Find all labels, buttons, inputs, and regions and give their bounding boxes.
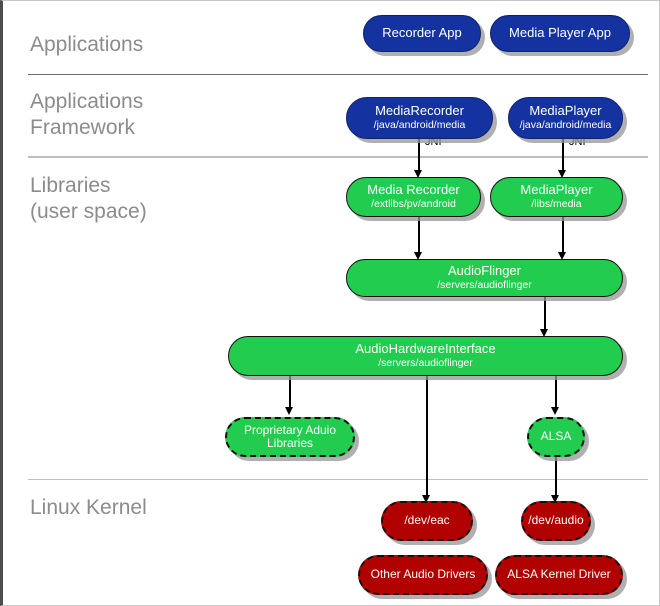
arrowhead-ahi-to-proprietary bbox=[285, 407, 293, 415]
node-dev-eac[interactable]: /dev/eac bbox=[381, 501, 473, 541]
divider-framework bbox=[28, 156, 648, 158]
node-proprietary-audio-libraries-subtitle: Libraries bbox=[266, 436, 314, 450]
node-audioflinger-title: AudioFlinger bbox=[448, 263, 521, 279]
node-proprietary-audio-libraries-title: Proprietary Aduio bbox=[243, 422, 337, 437]
arrowhead-alsa-to-dev-audio bbox=[551, 495, 559, 503]
arrowhead-mediarecorder-to-lib bbox=[414, 170, 422, 178]
arrowhead-mediaplayer-lib-to-audioflinger bbox=[558, 252, 566, 260]
node-dev-audio-title: /dev/audio bbox=[528, 513, 584, 528]
node-recorder-app[interactable]: Recorder App bbox=[363, 15, 481, 52]
node-other-audio-drivers[interactable]: Other Audio Drivers bbox=[358, 555, 488, 595]
edge-label-jni-left: JNI bbox=[425, 136, 442, 148]
node-dev-audio[interactable]: /dev/audio bbox=[521, 501, 591, 541]
connector-ahi-to-proprietary bbox=[289, 376, 291, 410]
node-audioflinger[interactable]: AudioFlinger /servers/audioflinger bbox=[346, 259, 623, 297]
node-audiohardwareinterface-title: AudioHardwareInterface bbox=[355, 341, 496, 357]
node-alsa-title: ALSA bbox=[540, 429, 572, 444]
node-mediarecorder-framework-subtitle: /java/android/media bbox=[373, 118, 466, 131]
connector-audioflinger-to-audiohardwareinterface bbox=[544, 296, 546, 332]
node-audioflinger-subtitle: /servers/audioflinger bbox=[437, 278, 532, 291]
node-audiohardwareinterface-subtitle: /servers/audioflinger bbox=[378, 356, 473, 369]
node-mediaplayer-lib-subtitle: /libs/media bbox=[531, 197, 582, 210]
node-alsa[interactable]: ALSA bbox=[527, 417, 585, 457]
node-mediaplayer-framework[interactable]: MediaPlayer /java/android/media bbox=[508, 97, 623, 139]
divider-applications bbox=[28, 74, 648, 75]
layer-label-linux-kernel: Linux Kernel bbox=[30, 496, 147, 519]
connector-mediaplayer-lib-to-audioflinger bbox=[562, 217, 564, 255]
node-dev-eac-title: /dev/eac bbox=[404, 513, 450, 528]
node-mediaplayer-lib[interactable]: MediaPlayer /libs/media bbox=[490, 177, 623, 217]
node-media-recorder-lib[interactable]: Media Recorder /extlibs/pv/android bbox=[346, 177, 481, 217]
arrowhead-mediarecorder-lib-to-audioflinger bbox=[414, 252, 422, 260]
node-media-recorder-lib-subtitle: /extlibs/pv/android bbox=[371, 197, 456, 210]
layer-label-applications-framework: Applications Framework bbox=[30, 90, 144, 139]
arrowhead-audioflinger-to-audiohardwareinterface bbox=[540, 329, 548, 337]
connector-mediarecorder-lib-to-audioflinger bbox=[418, 217, 420, 255]
node-media-recorder-lib-title: Media Recorder bbox=[367, 182, 460, 198]
divider-kernel bbox=[28, 479, 648, 480]
node-recorder-app-title: Recorder App bbox=[382, 25, 462, 41]
connector-mediarecorder-to-lib bbox=[418, 139, 420, 173]
connector-ahi-to-alsa bbox=[555, 376, 557, 410]
arrowhead-ahi-to-dev-eac bbox=[422, 495, 430, 503]
node-mediarecorder-framework-title: MediaRecorder bbox=[375, 103, 464, 119]
node-media-player-app-title: Media Player App bbox=[509, 25, 611, 41]
node-mediarecorder-framework[interactable]: MediaRecorder /java/android/media bbox=[346, 97, 493, 139]
arrowhead-mediaplayer-to-lib bbox=[558, 170, 566, 178]
layer-label-applications: Applications bbox=[30, 33, 144, 56]
connector-ahi-to-dev-eac bbox=[426, 376, 428, 498]
node-audiohardwareinterface[interactable]: AudioHardwareInterface /servers/audiofli… bbox=[228, 336, 623, 376]
node-media-player-app[interactable]: Media Player App bbox=[490, 15, 630, 52]
layer-label-libraries: Libraries (user space) bbox=[30, 174, 147, 223]
node-mediaplayer-lib-title: MediaPlayer bbox=[520, 182, 593, 198]
edge-label-jni-right: JNI bbox=[569, 136, 586, 148]
connector-mediaplayer-to-lib bbox=[562, 139, 564, 173]
node-mediaplayer-framework-subtitle: /java/android/media bbox=[519, 118, 612, 131]
node-mediaplayer-framework-title: MediaPlayer bbox=[529, 103, 602, 119]
node-proprietary-audio-libraries[interactable]: Proprietary Aduio Libraries bbox=[225, 417, 355, 457]
node-alsa-kernel-driver-title: ALSA Kernel Driver bbox=[507, 567, 611, 582]
arrowhead-ahi-to-alsa bbox=[551, 407, 559, 415]
node-alsa-kernel-driver[interactable]: ALSA Kernel Driver bbox=[495, 555, 623, 595]
connector-alsa-to-dev-audio bbox=[555, 457, 557, 498]
node-other-audio-drivers-title: Other Audio Drivers bbox=[370, 567, 476, 582]
